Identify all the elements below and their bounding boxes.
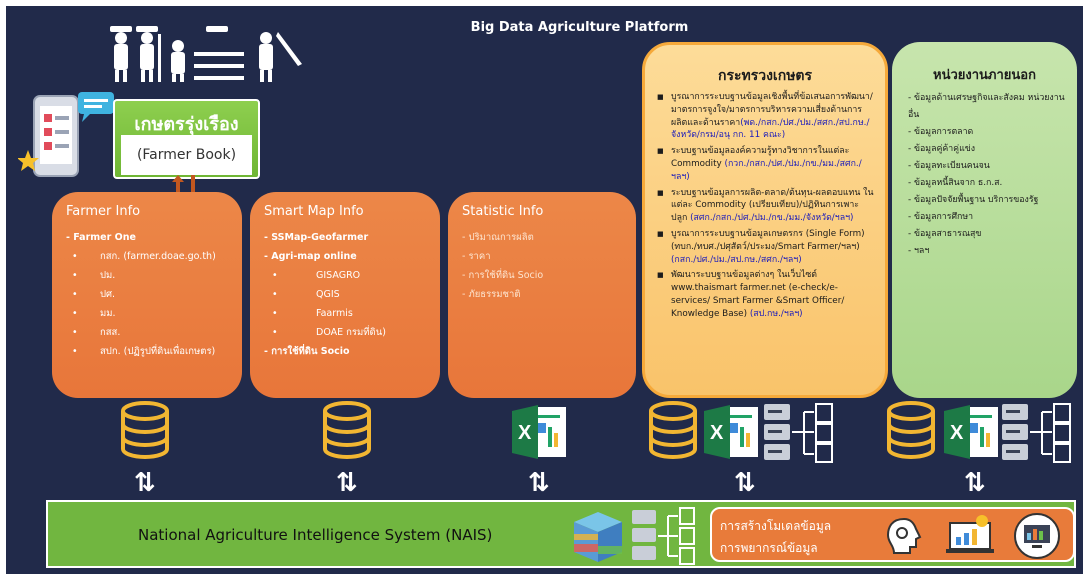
analytics-laptop-icon	[946, 515, 994, 553]
list-item: ข้อมูลสาธารณสุข	[908, 226, 1069, 243]
item-agencies: (สป.กษ./ฯลฯ)	[749, 308, 803, 319]
external-agencies-title: หน่วยงานภายนอก	[933, 68, 1036, 83]
list-item: มม.	[66, 304, 232, 323]
farmer-book-title: เกษตรรุ่งเรือง	[134, 114, 239, 135]
item-text: ระบบฐานข้อมูลองค์ความรู้ทางวิชาการในแต่ล…	[671, 146, 850, 169]
brain-head-icon	[886, 517, 922, 554]
list-item: - การใช้ที่ดิน Socio	[264, 346, 350, 357]
list-item: ข้อมูลด้านเศรษฐกิจและสังคม หน่วยงานอื่น	[908, 90, 1069, 124]
list-item: - Farmer One	[66, 232, 136, 243]
list-item: ข้อมูลการตลาด	[908, 124, 1069, 141]
external-agencies-list: ข้อมูลด้านเศรษฐกิจและสังคม หน่วยงานอื่น …	[908, 90, 1069, 260]
nais-label: National Agriculture Intelligence System…	[138, 526, 493, 544]
list-item: ฯลฯ	[908, 243, 1069, 260]
farmer-info-list: - Farmer One กสก. (farmer.doae.go.th) ปม…	[66, 228, 232, 361]
server-network-icon	[632, 507, 695, 565]
ministry-title: กระทรวงเกษตร	[717, 68, 813, 84]
database-icon	[887, 401, 935, 459]
external-agencies-panel: หน่วยงานภายนอก ข้อมูลด้านเศรษฐกิจและสังค…	[892, 42, 1077, 398]
list-item: ปม.	[66, 266, 232, 285]
svg-text:X: X	[518, 422, 532, 444]
up-down-arrows-icon: ⇅	[964, 468, 986, 498]
list-item: - ราคา	[462, 251, 491, 262]
list-item: QGIS	[264, 285, 430, 304]
up-down-arrows-icon: ⇅	[528, 468, 550, 498]
list-item: - ภัยธรรมชาติ	[462, 289, 521, 300]
server-network-icon	[764, 403, 833, 463]
up-down-arrows-icon: ⇅	[134, 468, 156, 498]
data-cube-icon	[574, 512, 622, 562]
list-item: - SSMap-Geofarmer	[264, 232, 369, 243]
farmer-info-panel: Farmer Info - Farmer One กสก. (farmer.do…	[52, 192, 242, 398]
modeling-label: การสร้างโมเดลข้อมูล	[720, 519, 832, 533]
item-text: บูรณาการระบบฐานข้อมูลเกษตรกร (Single For…	[671, 228, 865, 252]
up-down-arrows-icon: ⇅	[336, 468, 358, 498]
smart-map-info-panel: Smart Map Info - SSMap-Geofarmer - Agri-…	[250, 192, 440, 398]
list-item: กสก. (farmer.doae.go.th)	[66, 247, 232, 266]
list-item: - ปริมาณการผลิต	[462, 232, 534, 243]
modeling-forecast-box: การสร้างโมเดลข้อมูล การพยากรณ์ข้อมูล	[710, 507, 1075, 562]
ministry-list: บูรณาการระบบฐานข้อมูลเชิงพื้นที่ข้อเสนอก…	[657, 91, 875, 324]
item-agencies: (กวก./กสก./ปศ./ปม./กข./มม./สศก./ฯลฯ)	[671, 158, 862, 182]
list-item: Faarmis	[264, 304, 430, 323]
forecast-label: การพยากรณ์ข้อมูล	[720, 541, 818, 555]
list-item: บูรณาการระบบฐานข้อมูลเชิงพื้นที่ข้อเสนอก…	[657, 91, 875, 142]
list-item: GISAGRO	[264, 266, 430, 285]
list-item: - การใช้ที่ดิน Socio	[462, 270, 544, 281]
nais-bar: National Agriculture Intelligence System…	[46, 500, 1076, 568]
database-icon	[121, 401, 169, 459]
item-agencies: (พด./กสก./ปศ./ปม./สศก./สป.กษ./จังหวัด/กร…	[671, 117, 870, 141]
farmers-illustration	[110, 26, 302, 82]
list-item: ข้อมูลหนี้สินจาก ธ.ก.ส.	[908, 175, 1069, 192]
diagram-canvas: Big Data Agriculture Platform เกษตรรุ่งเ…	[6, 6, 1083, 574]
item-text: บูรณาการระบบฐานข้อมูลเชิงพื้นที่ข้อเสนอก…	[671, 92, 873, 128]
statistic-title: Statistic Info	[462, 204, 544, 219]
list-item: ระบบฐานข้อมูลการผลิต-ตลาด/ต้นทุน-ผลตอบแท…	[657, 187, 875, 225]
server-network-icon	[1002, 403, 1071, 463]
smart-map-list: - SSMap-Geofarmer - Agri-map online GISA…	[264, 228, 430, 361]
list-item: DOAE กรมที่ดิน)	[264, 323, 430, 342]
excel-icon: X	[512, 405, 566, 459]
excel-icon: X	[944, 405, 998, 459]
farmer-info-title: Farmer Info	[66, 204, 141, 219]
statistic-list: - ปริมาณการผลิต - ราคา - การใช้ที่ดิน So…	[462, 228, 626, 304]
list-item: สปก. (ปฏิรูปที่ดินเพื่อเกษตร)	[66, 342, 232, 361]
excel-icon: X	[704, 405, 758, 459]
up-down-arrows-icon: ⇅	[734, 468, 756, 498]
statistic-info-panel: Statistic Info - ปริมาณการผลิต - ราคา - …	[448, 192, 636, 398]
list-item: บูรณาการระบบฐานข้อมูลเกษตรกร (Single For…	[657, 228, 875, 266]
list-item: - Agri-map online	[264, 251, 357, 262]
database-icon	[649, 401, 697, 459]
list-item: ข้อมูลปัจจัยพื้นฐาน บริการของรัฐ	[908, 192, 1069, 209]
farmer-book-subtitle: (Farmer Book)	[121, 135, 252, 175]
list-item: ข้อมูลคู่ค้าคู่แข่ง	[908, 141, 1069, 158]
list-item: ระบบฐานข้อมูลองค์ความรู้ทางวิชาการในแต่ล…	[657, 145, 875, 183]
database-icon	[323, 401, 371, 459]
ministry-panel: กระทรวงเกษตร บูรณาการระบบฐานข้อมูลเชิงพื…	[642, 42, 888, 398]
list-item: ข้อมูลการศึกษา	[908, 209, 1069, 226]
item-text: ระบบฐานข้อมูลการผลิต-ตลาด/ต้นทุน-ผลตอบแท…	[671, 187, 874, 224]
list-item: กสส.	[66, 323, 232, 342]
list-item: พัฒนาระบบฐานข้อมูลต่างๆ ในเว็บไซต์ www.t…	[657, 269, 875, 320]
list-item: ข้อมูลทะเบียนคนจน	[908, 158, 1069, 175]
item-text: พัฒนาระบบฐานข้อมูลต่างๆ ในเว็บไซต์ www.t…	[671, 270, 845, 319]
smartphone-checklist-icon	[18, 92, 114, 177]
svg-text:X: X	[710, 422, 724, 444]
farmer-book-box: เกษตรรุ่งเรือง (Farmer Book)	[113, 99, 260, 179]
svg-text:X: X	[950, 422, 964, 444]
item-agencies: (สศก./กสก./ปศ./ปม./กข./มม./จังหวัด/ฯลฯ)	[690, 213, 854, 224]
smart-map-title: Smart Map Info	[264, 204, 364, 219]
diagram-title: Big Data Agriculture Platform	[470, 20, 689, 35]
list-item: ปศ.	[66, 285, 232, 304]
item-agencies: (กสก./ปศ./ปม./สป.กษ./สศก./ฯลฯ)	[671, 254, 802, 265]
dashboard-globe-icon	[1014, 513, 1060, 559]
